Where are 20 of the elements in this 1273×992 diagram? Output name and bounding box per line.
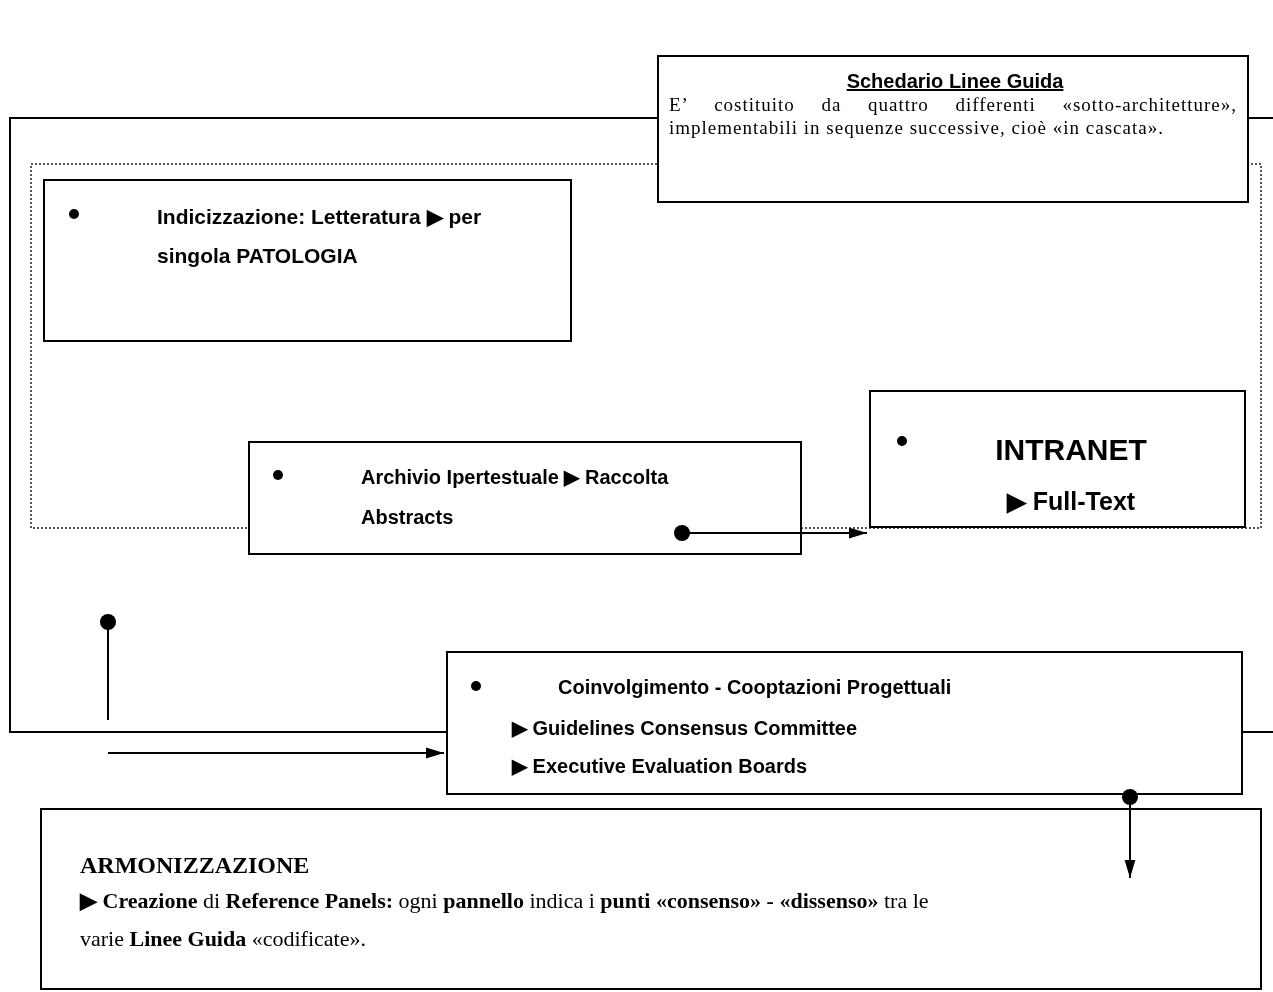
heading: Schedario Linee Guida [845,69,1065,93]
heading: ARMONIZZAZIONE [80,851,311,880]
text: Coinvolgimento - Cooptazioni Progettuali [558,675,953,699]
text: ▶ Executive Evaluation Boards [512,754,809,778]
arrow [1122,789,1138,879]
text-box [657,55,1249,203]
text: E’ costituito da quattro differenti «sotto-architetture», implementabili in sequenze successive, cioè «in cascata». [669,93,1237,139]
text: Indicizzazione: Letteratura ▶ per singola PATOLOGIA [157,204,483,269]
text-box [40,808,1262,990]
text-box [43,179,572,342]
arrow [674,525,868,541]
text: Archivio Ipertestuale ▶ Raccolta Abstracts [361,465,670,530]
text: ▶ Creazione di Reference Panels: ogni pannello indica i punti «consenso» - «dissenso» tra le varie Linee Guida «codificate». [80,887,930,953]
text-box [248,441,802,555]
text: ▶ Full-Text [1005,486,1137,517]
arrow [107,747,445,759]
text: ▶ Guidelines Consensus Committee [512,716,859,740]
text-box [446,651,1243,795]
text-box [869,390,1246,528]
text: INTRANET [994,432,1148,468]
